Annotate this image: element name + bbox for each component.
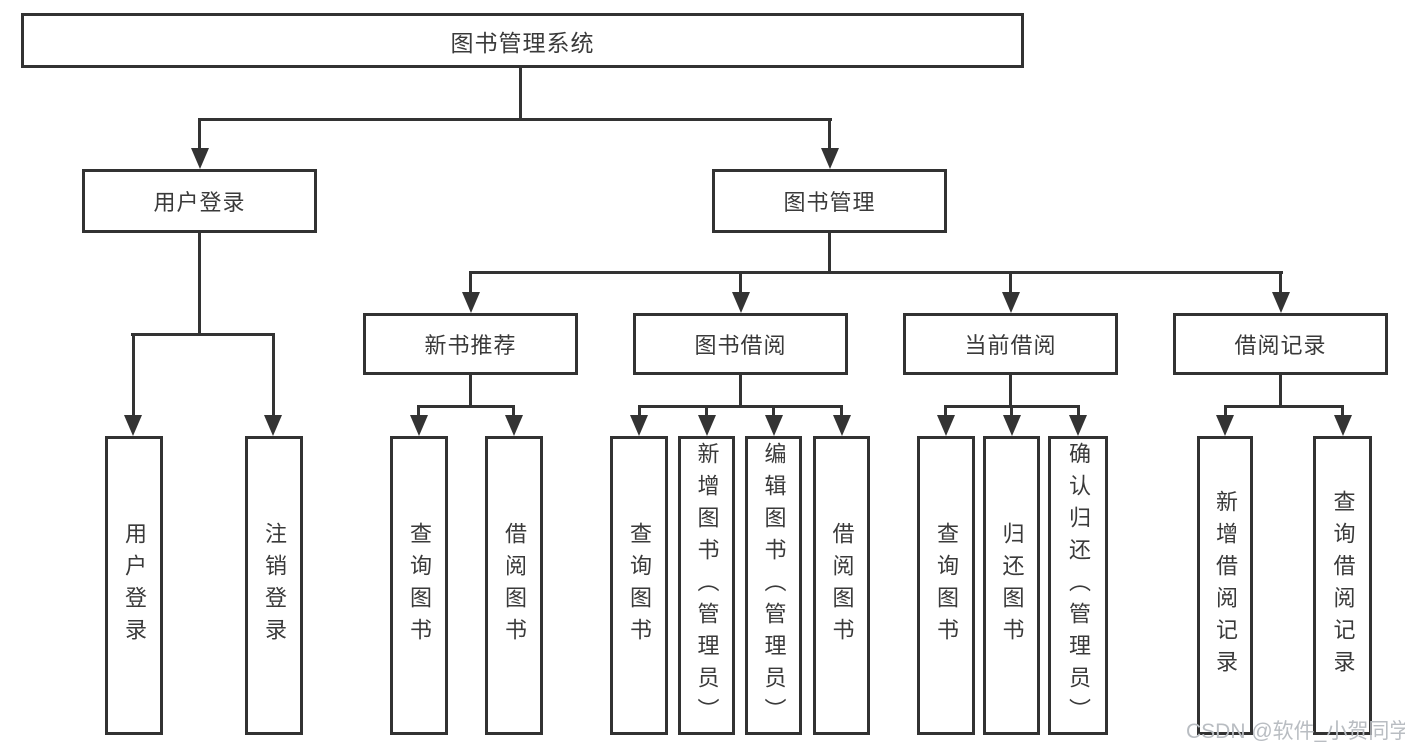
connector-line [1279,271,1282,295]
connector-line [1224,405,1227,420]
arrowhead-down [462,292,480,313]
leaf-label: 查询图书 [627,521,652,650]
leaf-label: 借阅图书 [502,521,527,650]
connector-line [198,118,201,152]
connector-line [469,271,472,295]
connector-line [1009,271,1012,295]
connector-line [1224,405,1344,408]
connector-line [739,271,742,295]
leaf-label: 查询借阅记录 [1330,489,1356,682]
leaf-return-book: 归还图书 [983,436,1040,735]
connector-line [944,405,947,420]
leaf-borrow-books-recommend: 借阅图书 [485,436,543,735]
node-current-borrowing: 当前借阅 [903,313,1118,375]
connector-line [1009,375,1012,408]
connector-line [1341,405,1344,420]
connector-line [198,233,201,336]
connector-line [512,405,515,420]
leaf-label: 借阅图书 [829,521,855,650]
arrowhead-down [1216,415,1234,436]
leaf-label: 新增图书（管理员） [694,441,720,730]
arrowhead-down [264,415,282,436]
arrowhead-down [410,415,428,436]
arrowhead-down [1334,415,1352,436]
leaf-label: 新增借阅记录 [1213,489,1238,682]
leaf-query-borrow-record: 查询借阅记录 [1313,436,1372,735]
arrowhead-down [124,415,142,436]
arrowhead-down [1272,292,1290,313]
connector-line [828,118,831,152]
connector-line [840,405,843,420]
connector-line [417,405,420,420]
leaf-label: 查询图书 [407,521,432,650]
connector-line [519,68,522,119]
connector-line [417,405,515,408]
arrowhead-down [191,148,209,169]
arrowhead-down [765,415,783,436]
leaf-query-books-borrowing: 查询图书 [610,436,668,735]
connector-line [198,118,832,121]
leaf-label: 注销登录 [262,521,287,650]
leaf-borrow-books-borrowing: 借阅图书 [813,436,870,735]
leaf-label: 查询图书 [934,521,959,650]
connector-line [132,333,135,421]
connector-line [469,271,1283,274]
connector-line [131,333,274,336]
arrowhead-down [1003,415,1021,436]
node-borrowing-records: 借阅记录 [1173,313,1388,375]
connector-line [638,405,641,420]
connector-line [772,405,775,420]
leaf-logout: 注销登录 [245,436,303,735]
connector-line [828,233,831,274]
leaf-label: 确认归还（管理员） [1066,441,1091,730]
node-library-system: 图书管理系统 [21,13,1024,68]
connector-line [1010,405,1013,420]
leaf-add-book-admin: 新增图书（管理员） [678,436,735,735]
leaf-confirm-return-admin: 确认归还（管理员） [1048,436,1108,735]
leaf-label: 编辑图书（管理员） [761,441,787,730]
leaf-user-login: 用户登录 [105,436,163,735]
connector-line [1279,375,1282,408]
leaf-label: 用户登录 [122,521,147,650]
connector-line [469,375,472,408]
connector-line [272,333,275,421]
arrowhead-down [732,292,750,313]
csdn-watermark: CSDN @软件_小贺同学 [1186,720,1405,743]
arrowhead-down [1002,292,1020,313]
leaf-label: 归还图书 [999,521,1025,650]
leaf-query-books-recommend: 查询图书 [390,436,448,735]
leaf-query-books-current: 查询图书 [917,436,975,735]
leaf-add-borrow-record: 新增借阅记录 [1197,436,1253,735]
arrowhead-down [833,415,851,436]
node-book-borrowing: 图书借阅 [633,313,848,375]
connector-line [1077,405,1080,420]
node-new-book-recommend: 新书推荐 [363,313,578,375]
connector-line [638,405,842,408]
node-user-login-branch: 用户登录 [82,169,317,233]
leaf-edit-book-admin: 编辑图书（管理员） [745,436,802,735]
arrowhead-down [505,415,523,436]
arrowhead-down [937,415,955,436]
arrowhead-down [821,148,839,169]
arrowhead-down [698,415,716,436]
node-book-management-branch: 图书管理 [712,169,947,233]
connector-line [739,375,742,408]
arrowhead-down [630,415,648,436]
arrowhead-down [1069,415,1087,436]
connector-line [705,405,708,420]
